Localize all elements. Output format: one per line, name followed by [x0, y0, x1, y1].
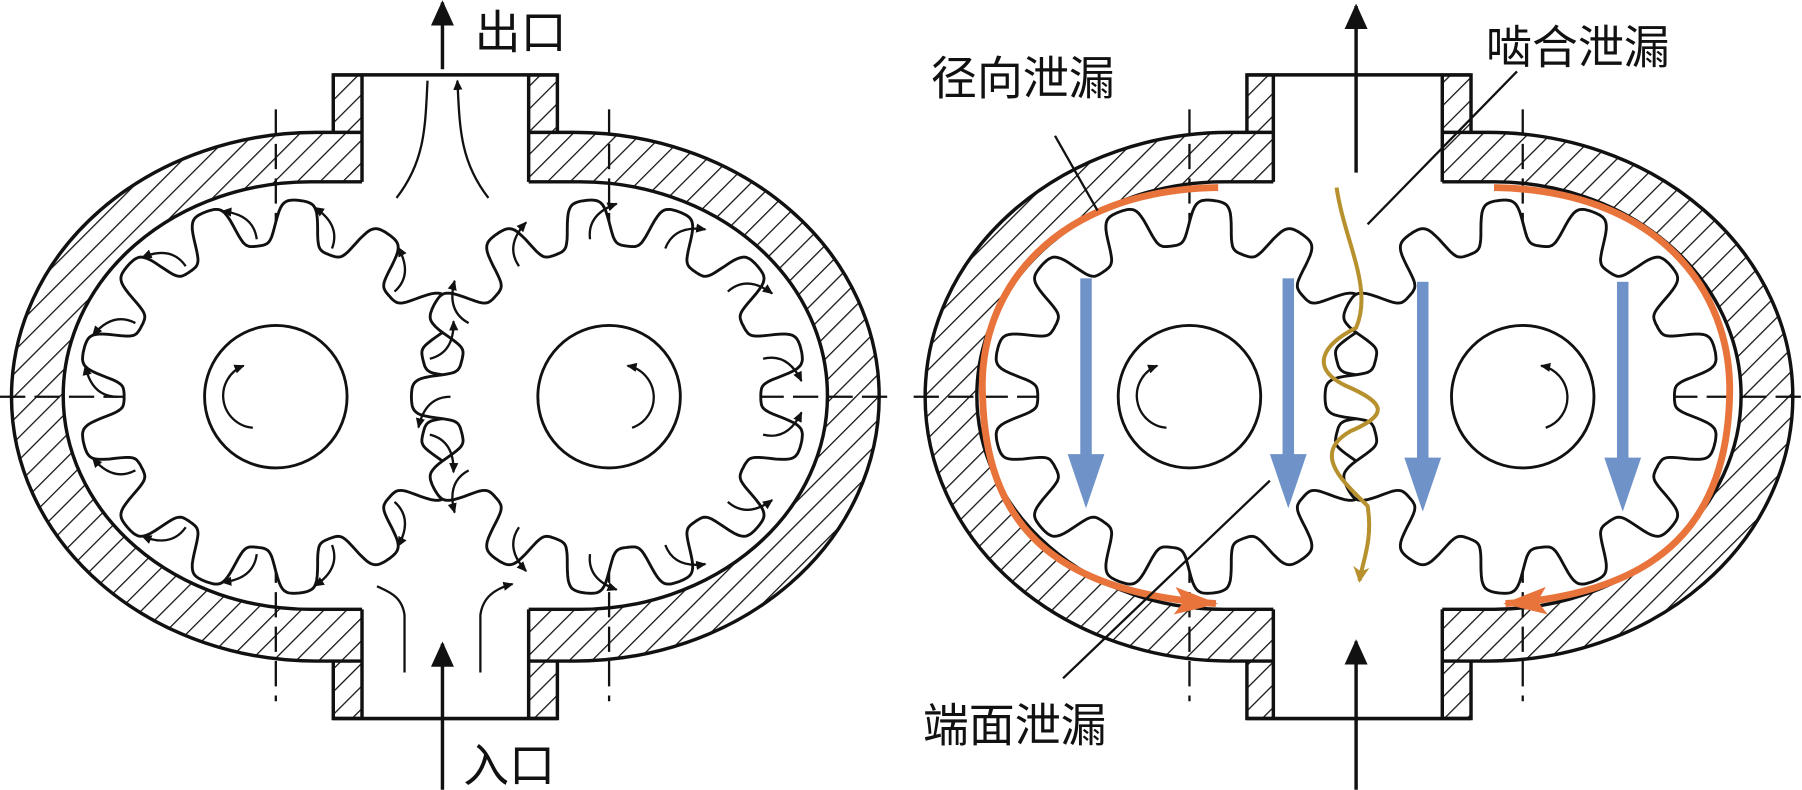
flow-arrow-icon	[393, 501, 407, 548]
flow-arrow-icon	[588, 554, 618, 591]
flow-arrow-icon	[512, 221, 527, 267]
flow-arrow-icon	[447, 469, 470, 514]
flow-arrow-icon	[141, 526, 187, 544]
flow-arrow-icon	[664, 223, 707, 249]
shaft	[203, 324, 349, 470]
inlet-flow-arrow	[376, 584, 513, 673]
outlet-label: 出口	[475, 6, 567, 60]
blue-down-arrow-icon	[1269, 278, 1307, 509]
rotation-arrow-icon	[1135, 364, 1167, 429]
blue-down-arrow-icon	[1604, 281, 1642, 512]
flow-arrow-icon	[447, 279, 470, 325]
rotation-arrow-icon	[1539, 362, 1569, 429]
radial-leakage-arrow-right	[1493, 184, 1734, 615]
flow-arrow-icon	[588, 202, 618, 240]
blue-down-arrow-icon	[1067, 278, 1105, 509]
right-pump: 径向泄漏 啮合泄漏 端面泄漏	[913, 3, 1802, 790]
blue-down-arrow-icon	[1404, 281, 1442, 512]
flow-arrow-icon	[91, 457, 136, 476]
shaft	[536, 324, 682, 470]
leader-line	[1366, 70, 1518, 226]
left-pump: 出口 入口	[0, 0, 897, 790]
flow-arrow-icon	[313, 544, 336, 587]
leader-line	[1062, 479, 1271, 680]
shaft	[1450, 324, 1596, 470]
end-face-leakage-label: 端面泄漏	[923, 698, 1107, 752]
flow-arrow-icon	[415, 395, 451, 429]
flow-arrow-icon	[82, 364, 118, 398]
shaft	[1116, 324, 1263, 470]
outlet-flow-arrow	[395, 81, 490, 199]
flow-arrow-icon	[429, 320, 459, 360]
mesh-leakage-label: 啮合泄漏	[1486, 20, 1670, 74]
flow-arrow-icon	[221, 553, 258, 586]
flow-arrow-icon	[512, 526, 527, 572]
radial-leakage-arrow-left	[978, 184, 1219, 615]
flow-arrow-icon	[762, 356, 803, 383]
mesh-leakage-path	[1321, 187, 1380, 583]
flow-arrow-icon	[141, 249, 187, 267]
flow-arrow-icon	[429, 433, 459, 474]
flow-arrow-icon	[762, 411, 803, 437]
flow-arrow-icon	[393, 246, 407, 293]
flow-arrow-icon	[313, 206, 336, 249]
flow-arrow-icon	[221, 207, 258, 240]
flow-arrow-icon	[91, 318, 136, 337]
end-face-leakage-arrows	[1067, 278, 1642, 512]
flow-arrow-icon	[727, 282, 774, 295]
rotation-arrow-icon	[222, 364, 253, 429]
flow-arrow-icon	[727, 499, 774, 511]
flow-arrows	[82, 202, 803, 591]
inlet-label: 入口	[463, 739, 555, 790]
leader-line	[1053, 135, 1099, 212]
radial-leakage-label: 径向泄漏	[931, 51, 1115, 105]
rotation-arrow-icon	[626, 362, 655, 429]
flow-arrow-icon	[664, 544, 707, 570]
